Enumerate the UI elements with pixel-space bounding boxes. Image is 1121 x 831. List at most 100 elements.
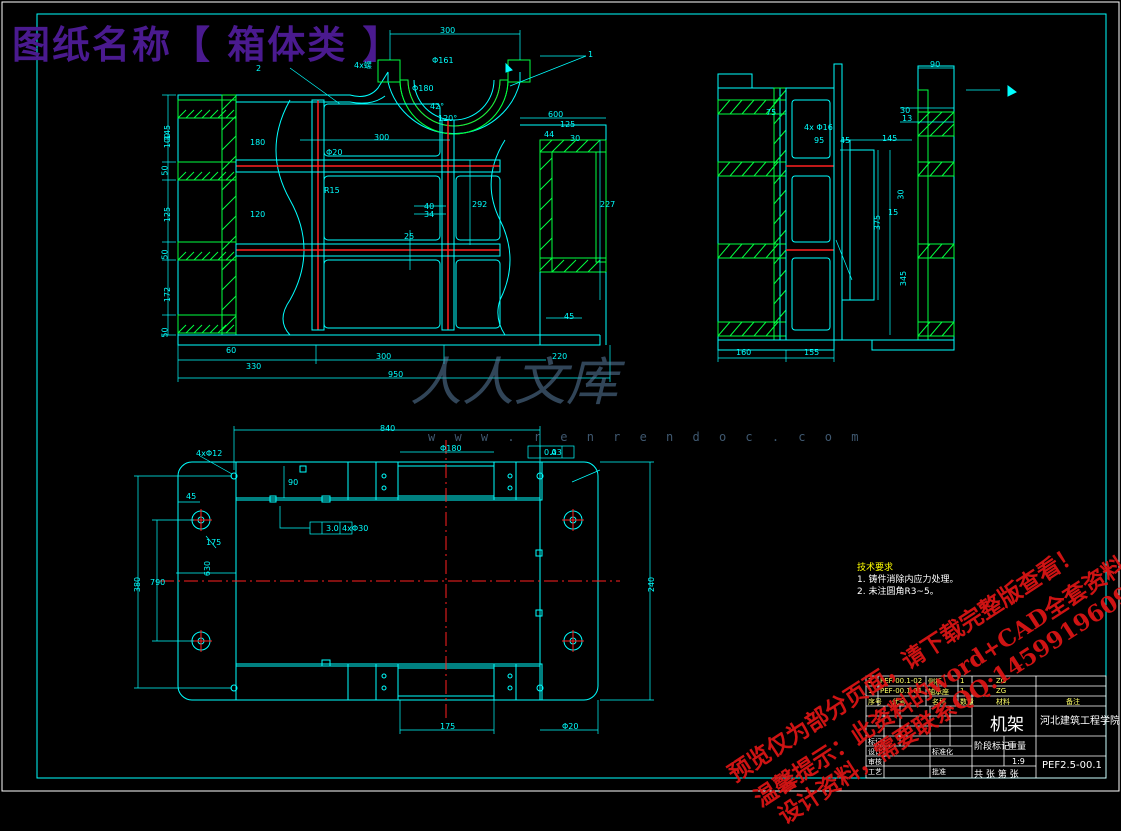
plan-dimensions xyxy=(134,426,654,734)
side-dim-label: 145 xyxy=(882,134,898,143)
plan-dim-label: 90 xyxy=(288,478,299,487)
tb-scale: 1:9 xyxy=(1012,757,1025,766)
tb-row2-qty: 1 xyxy=(960,677,965,685)
tb-school: 河北建筑工程学院 xyxy=(1040,716,1120,727)
mounting-holes xyxy=(191,472,583,692)
tb-label-standard: 标准化 xyxy=(932,748,953,756)
section-arrows xyxy=(505,62,1017,97)
tb-label-stage: 阶段标记 xyxy=(974,742,1011,752)
front-view xyxy=(177,59,607,346)
plan-dim-label: 0.03 xyxy=(544,448,562,457)
front-dim-label: 45 xyxy=(564,312,575,321)
tb-row1-no: 1 xyxy=(868,687,873,695)
front-dim-label: 50 xyxy=(160,327,170,338)
plan-dim-label: 45 xyxy=(186,492,197,501)
technical-requirements: 技术要求 1. 铸件消除内应力处理。 2. 未注圆角R3~5。 xyxy=(857,562,958,598)
front-dim-label: 44 xyxy=(544,130,555,139)
front-dim-label: 292 xyxy=(472,200,488,209)
side-dim-label: 90 xyxy=(930,60,941,69)
plan-dim-label: 4xΦ12 xyxy=(196,449,223,458)
tb-row2-no: 2 xyxy=(868,677,873,685)
tech-heading: 技术要求 xyxy=(857,563,894,573)
watermark-url: w w w . r e n r e n d o c . c o m xyxy=(428,430,865,444)
tb-label-weight: 重量 xyxy=(1008,742,1027,752)
front-dim-label: 125 xyxy=(560,120,576,129)
front-dim-label: 220 xyxy=(552,352,568,361)
front-dimensions xyxy=(162,30,611,382)
front-dim-label: 950 xyxy=(388,370,404,379)
plan-dim-label: 380 xyxy=(133,576,143,593)
front-dim-label: 2 xyxy=(256,64,262,73)
inner-frame xyxy=(36,13,1107,779)
tb-label-sheets: 共 张 第 张 xyxy=(974,770,1019,780)
front-dim-label: Φ161 xyxy=(432,56,454,65)
plan-dim-label: 630 xyxy=(203,560,213,577)
side-dim-label: 30 xyxy=(900,106,911,115)
watermark-brand: 人人文库 xyxy=(410,353,619,413)
plan-dim-label: Φ180 xyxy=(440,444,462,453)
side-dim-label: 75 xyxy=(766,108,777,117)
title-block-grid xyxy=(865,675,1107,779)
front-dim-label: 125 xyxy=(163,206,173,223)
front-dim-label: 300 xyxy=(440,26,456,35)
front-dim-label: 120 xyxy=(250,210,266,219)
tb-row2-mat: ZG xyxy=(996,677,1007,685)
tb-row2-name: 侧板 xyxy=(928,678,942,686)
drawing-canvas xyxy=(1,1,1120,792)
front-dim-label: 120° xyxy=(438,114,458,123)
front-dim-label: 30 xyxy=(570,134,581,143)
outer-frame xyxy=(1,1,1120,792)
side-dim-label: 13 xyxy=(902,114,913,123)
front-dim-label: 60 xyxy=(226,346,237,355)
plan-dim-label: A xyxy=(551,448,557,457)
tb-drawing-no: PEF2.5-00.1 xyxy=(1042,760,1102,771)
plan-dim-label: 240 xyxy=(647,576,657,593)
front-dim-label: 25 xyxy=(404,232,415,241)
front-dim-label: 300 xyxy=(376,352,392,361)
front-dim-label: 42° xyxy=(430,102,445,111)
front-dim-label: 227 xyxy=(600,200,616,209)
front-dim-label: 50 xyxy=(160,165,170,176)
tb-header-seq: 序号 xyxy=(868,698,882,706)
plan-dim-label: 790 xyxy=(150,578,166,587)
front-dim-label: 172 xyxy=(163,286,173,303)
front-dim-label: 330 xyxy=(246,362,262,371)
tech-note-1: 1. 铸件消除内应力处理。 xyxy=(857,575,959,585)
plan-dim-label: 175 xyxy=(440,722,456,731)
front-dim-label: R15 xyxy=(324,186,340,195)
side-dim-label: 4x Φ16 xyxy=(804,123,833,132)
side-dim-label: 375 xyxy=(873,214,883,231)
front-dim-label: Φ20 xyxy=(326,148,343,157)
tb-header-note: 备注 xyxy=(1066,698,1080,706)
tb-header-code: 代号 xyxy=(892,698,906,706)
tb-header-name: 名称 xyxy=(932,698,946,706)
side-dim-label: 155 xyxy=(804,348,820,357)
plan-dim-label: 175 xyxy=(206,538,222,547)
front-dim-label: 34 xyxy=(424,210,435,219)
tb-header-qty: 数量 xyxy=(960,698,974,706)
tb-label-approve: 批准 xyxy=(932,768,946,776)
front-dim-label: 600 xyxy=(548,110,564,119)
front-dim-label: 1 xyxy=(588,50,594,59)
front-dim-label: 50 xyxy=(160,249,170,260)
side-dim-label: 45 xyxy=(840,136,851,145)
plan-dim-label: 3.0 xyxy=(326,524,339,533)
front-dim-label: Φ180 xyxy=(412,84,434,93)
tech-note-2: 2. 未注圆角R3~5。 xyxy=(857,587,939,597)
plan-dim-label: 4xΦ30 xyxy=(342,524,369,533)
tb-label-process: 工艺 xyxy=(868,768,882,776)
tb-row1-name: 轴承座 xyxy=(928,688,949,696)
tb-row2-code: PEF-00.1-02 xyxy=(880,677,923,685)
side-dim-label: 160 xyxy=(736,348,752,357)
plan-view xyxy=(160,440,620,720)
side-dim-label: 345 xyxy=(899,270,909,287)
front-dim-label: 40 xyxy=(424,202,435,211)
plan-dim-label: 840 xyxy=(380,424,396,433)
tb-row1-code: PEF-00.1-01 xyxy=(880,687,923,695)
tb-label-review: 审核 xyxy=(868,758,882,766)
tb-label-mark: 标记 xyxy=(868,738,882,746)
front-dim-label: 4x螺 xyxy=(354,61,372,70)
front-dim-label: 100 xyxy=(163,132,173,149)
side-dim-label: 95 xyxy=(814,136,825,145)
